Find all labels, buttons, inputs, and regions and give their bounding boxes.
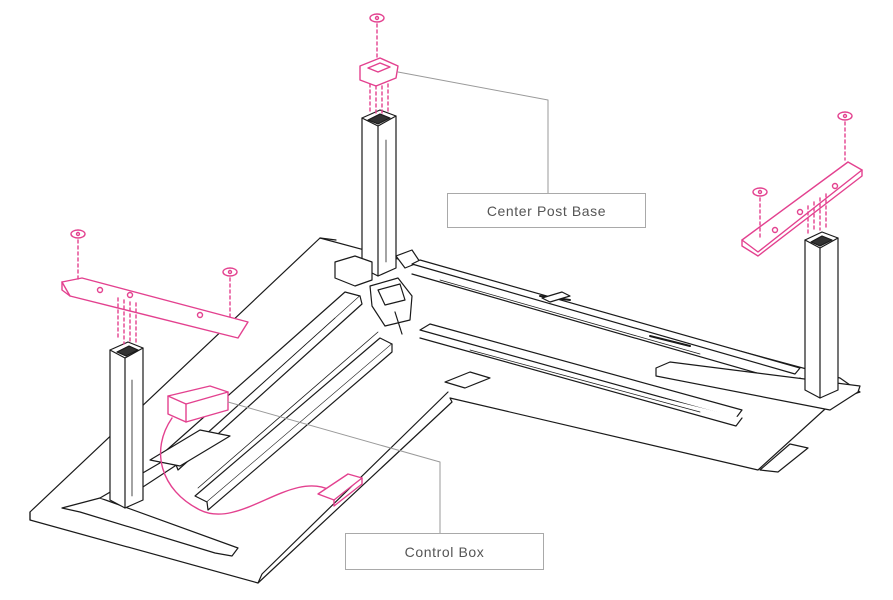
control-box-label: Control Box [345,533,544,570]
center-post-column [361,109,397,277]
control-box-text: Control Box [404,543,485,560]
control-cable [159,417,331,515]
control-box-unit [167,385,229,423]
leader-lines [227,71,549,534]
left-top-plate [61,277,249,339]
right-foot [655,361,861,473]
right-leg-column [804,231,839,399]
highlighted-parts [61,13,863,515]
left-leg-column [109,341,144,509]
right-crossbar [411,259,801,385]
right-loose-rail [419,323,743,427]
left-crossbar [159,291,363,471]
left-loose-rail [194,331,393,511]
center-post-base-label: Center Post Base [447,193,646,228]
mounting-plates [444,291,571,389]
center-post-base-text: Center Post Base [486,202,607,219]
control-box-bracket [149,429,231,467]
